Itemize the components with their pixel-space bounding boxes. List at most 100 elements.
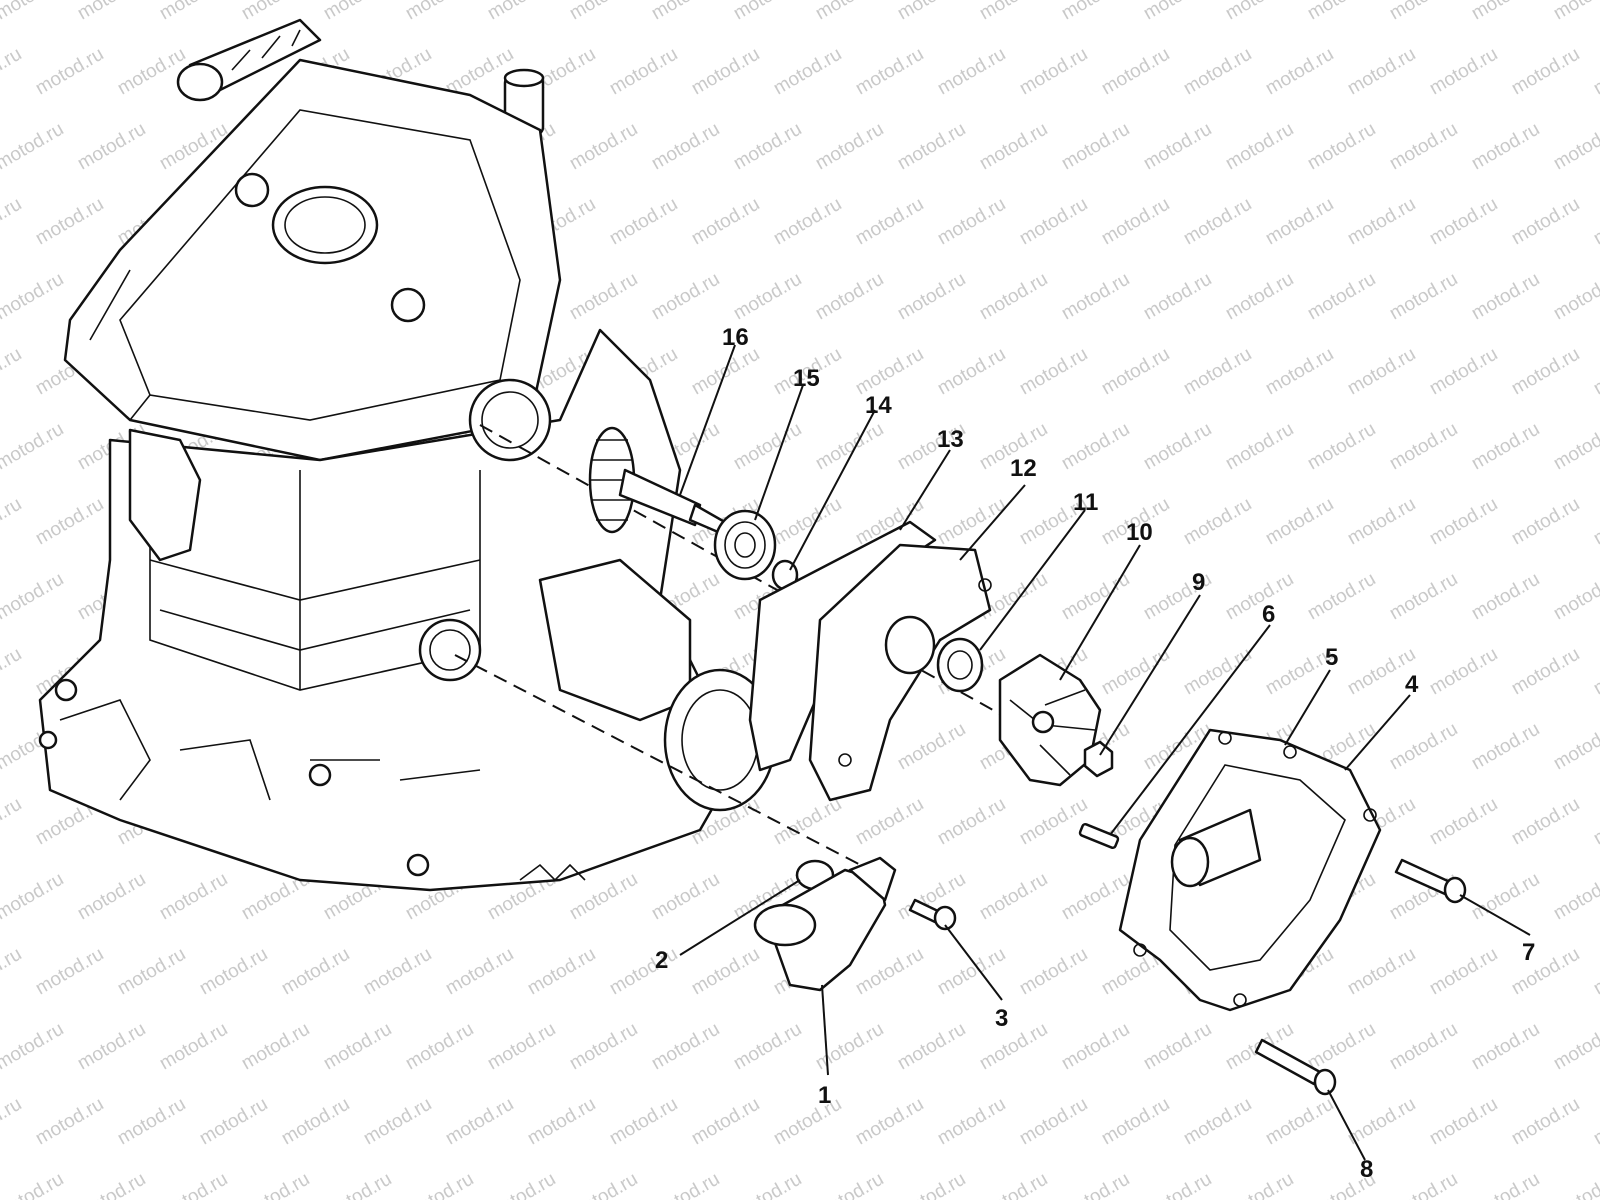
watermark-text: motod.ru bbox=[320, 1019, 395, 1075]
watermark-text: motod.ru bbox=[1386, 569, 1461, 625]
watermark-text: motod.ru bbox=[1304, 569, 1379, 625]
watermark-text: motod.ru bbox=[402, 1019, 477, 1075]
watermark-text: motod.ru bbox=[0, 644, 25, 700]
watermark-text: motod.ru bbox=[1058, 0, 1133, 24]
watermark-text: motod.ru bbox=[852, 344, 927, 400]
watermark-text: motod.ru bbox=[1550, 569, 1600, 625]
watermark-text: motod.ru bbox=[1222, 269, 1297, 325]
watermark-text: motod.ru bbox=[1098, 1094, 1173, 1150]
watermark-text: motod.ru bbox=[1180, 344, 1255, 400]
watermark-text: motod.ru bbox=[1344, 194, 1419, 250]
watermark-text: motod.ru bbox=[1098, 644, 1173, 700]
watermark-text: motod.ru bbox=[1590, 944, 1600, 1000]
callout-10: 10 bbox=[1126, 519, 1153, 546]
callout-9: 9 bbox=[1192, 569, 1205, 596]
watermark-text: motod.ru bbox=[0, 944, 25, 1000]
watermark-text: motod.ru bbox=[1508, 344, 1583, 400]
watermark-text: motod.ru bbox=[1508, 794, 1583, 850]
watermark-text: motod.ru bbox=[1262, 44, 1337, 100]
watermark-text: motod.ru bbox=[566, 869, 641, 925]
pipe-axis-line bbox=[454, 654, 881, 876]
cover-bolt-lower bbox=[1254, 1038, 1337, 1096]
watermark-text: motod.ru bbox=[1550, 1169, 1600, 1200]
watermark-text: motod.ru bbox=[32, 944, 107, 1000]
watermark-text: motod.ru bbox=[1344, 344, 1419, 400]
watermark-text: motod.ru bbox=[688, 194, 763, 250]
watermark-text: motod.ru bbox=[934, 494, 1009, 550]
watermark-text: motod.ru bbox=[976, 119, 1051, 175]
watermark-text: motod.ru bbox=[934, 1094, 1009, 1150]
watermark-text: motod.ru bbox=[1180, 1094, 1255, 1150]
watermark-text: motod.ru bbox=[976, 1019, 1051, 1075]
watermark-text: motod.ru bbox=[1262, 194, 1337, 250]
watermark-text: motod.ru bbox=[1140, 269, 1215, 325]
watermark-text: motod.ru bbox=[606, 194, 681, 250]
watermark-text: motod.ru bbox=[1344, 944, 1419, 1000]
watermark-text: motod.ru bbox=[976, 1169, 1051, 1200]
watermark-text: motod.ru bbox=[976, 269, 1051, 325]
watermark-text: motod.ru bbox=[114, 944, 189, 1000]
watermark-text: motod.ru bbox=[934, 194, 1009, 250]
watermark-text: motod.ru bbox=[1468, 719, 1543, 775]
watermark-text: motod.ru bbox=[1180, 644, 1255, 700]
callout-2: 2 bbox=[655, 947, 668, 974]
watermark-text: motod.ru bbox=[74, 1019, 149, 1075]
watermark-text: motod.ru bbox=[976, 0, 1051, 24]
watermark-text: motod.ru bbox=[1140, 0, 1215, 24]
watermark-text: motod.ru bbox=[1550, 419, 1600, 475]
watermark-text: motod.ru bbox=[484, 1169, 559, 1200]
watermark-text: motod.ru bbox=[1016, 344, 1091, 400]
watermark-text: motod.ru bbox=[566, 119, 641, 175]
watermark-text: motod.ru bbox=[1426, 344, 1501, 400]
watermark-text: motod.ru bbox=[0, 344, 25, 400]
watermark-text: motod.ru bbox=[852, 194, 927, 250]
watermark-text: motod.ru bbox=[606, 944, 681, 1000]
watermark-text: motod.ru bbox=[852, 944, 927, 1000]
dowel-pin bbox=[1078, 822, 1120, 850]
callout-13: 13 bbox=[937, 426, 964, 453]
watermark-text: motod.ru bbox=[1590, 794, 1600, 850]
callout-11: 11 bbox=[1073, 489, 1098, 516]
watermark-text: motod.ru bbox=[770, 794, 845, 850]
watermark-text: motod.ru bbox=[1386, 1019, 1461, 1075]
watermark-text: motod.ru bbox=[0, 44, 25, 100]
watermark-text: motod.ru bbox=[648, 0, 723, 24]
watermark-text: motod.ru bbox=[524, 944, 599, 1000]
watermark-text: motod.ru bbox=[32, 194, 107, 250]
watermark-text: motod.ru bbox=[770, 1094, 845, 1150]
mechanical-seal bbox=[936, 637, 984, 693]
engine-block bbox=[38, 18, 777, 892]
watermark-text: motod.ru bbox=[32, 1094, 107, 1150]
watermark-text: motod.ru bbox=[32, 494, 107, 550]
callout-4: 4 bbox=[1405, 671, 1419, 698]
watermark-text: motod.ru bbox=[894, 1169, 969, 1200]
watermark-text: motod.ru bbox=[196, 944, 271, 1000]
watermark-text: motod.ru bbox=[1016, 194, 1091, 250]
watermark-text: motod.ru bbox=[1468, 1019, 1543, 1075]
watermark-text: motod.ru bbox=[1262, 494, 1337, 550]
watermark-text: motod.ru bbox=[688, 944, 763, 1000]
watermark-text: motod.ru bbox=[156, 0, 231, 24]
watermark-text: motod.ru bbox=[606, 44, 681, 100]
watermark-text: motod.ru bbox=[0, 269, 67, 325]
watermark-text: motod.ru bbox=[1508, 644, 1583, 700]
watermark-text: motod.ru bbox=[688, 44, 763, 100]
callouts: 1 2 3 4 5 6 7 8 9 10 11 12 13 14 15 16 bbox=[655, 324, 1535, 1183]
watermark-text: motod.ru bbox=[1058, 1019, 1133, 1075]
watermark-text: motod.ru bbox=[1550, 119, 1600, 175]
watermark-text: motod.ru bbox=[0, 1094, 25, 1150]
watermark-text: motod.ru bbox=[156, 1019, 231, 1075]
watermark-text: motod.ru bbox=[730, 269, 805, 325]
watermark-text: motod.ru bbox=[812, 1019, 887, 1075]
watermark-text: motod.ru bbox=[320, 0, 395, 24]
watermark-text: motod.ru bbox=[934, 794, 1009, 850]
watermark-text: motod.ru bbox=[484, 1019, 559, 1075]
watermark-text: motod.ru bbox=[1426, 194, 1501, 250]
callout-16: 16 bbox=[722, 324, 749, 351]
watermark-text: motod.ru bbox=[1426, 494, 1501, 550]
watermark-text: motod.ru bbox=[1304, 0, 1379, 24]
watermark-text: motod.ru bbox=[894, 0, 969, 24]
watermark-text: motod.ru bbox=[1098, 44, 1173, 100]
watermark-text: motod.ru bbox=[402, 0, 477, 24]
